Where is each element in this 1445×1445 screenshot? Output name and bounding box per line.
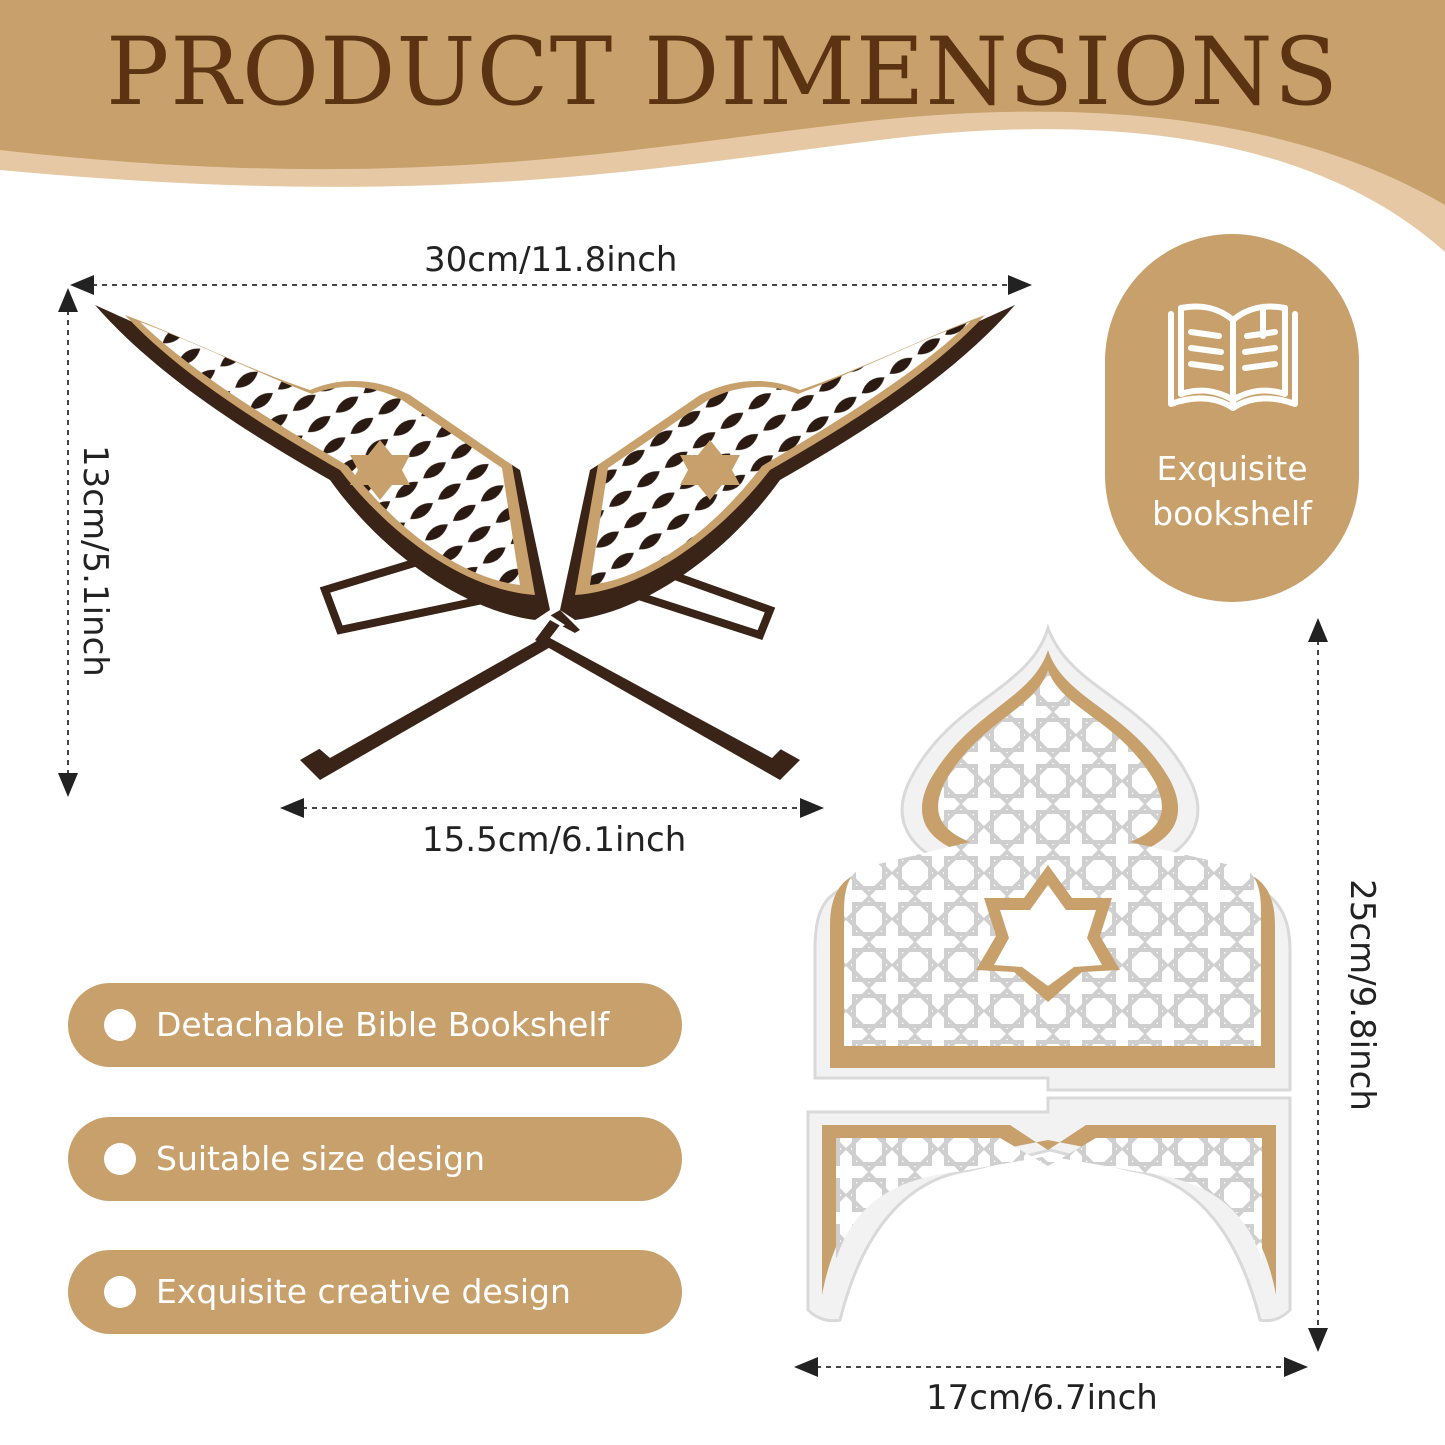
feature-label: Detachable Bible Bookshelf: [156, 1005, 610, 1044]
stand-base-label: 15.5cm/6.1inch: [422, 820, 687, 860]
open-book-icon: [1168, 303, 1298, 411]
folding-stand-image: [95, 305, 1015, 780]
bullet-dot: [104, 1143, 136, 1175]
badge-line-2: bookshelf: [1152, 494, 1312, 533]
bookshelf-badge: Exquisite bookshelf: [1105, 234, 1359, 602]
feature-label: Suitable size design: [156, 1139, 486, 1178]
bullet-dot: [104, 1009, 136, 1041]
header-banner: [0, 0, 1445, 252]
feature-label: Exquisite creative design: [156, 1272, 571, 1311]
feature-pill-size: Suitable size design: [68, 1117, 682, 1201]
badge-line-1: Exquisite: [1156, 449, 1308, 488]
feature-pill-detachable: Detachable Bible Bookshelf: [68, 983, 682, 1067]
panel-height-label: 25cm/9.8inch: [1342, 879, 1382, 1111]
page-title: PRODUCT DIMENSIONS: [105, 18, 1340, 127]
bullet-dot: [104, 1276, 136, 1308]
panel-width-label: 17cm/6.7inch: [926, 1378, 1158, 1418]
detached-panel-image: [806, 623, 1292, 1323]
feature-pill-creative: Exquisite creative design: [68, 1250, 682, 1334]
stand-width-label: 30cm/11.8inch: [424, 240, 678, 280]
